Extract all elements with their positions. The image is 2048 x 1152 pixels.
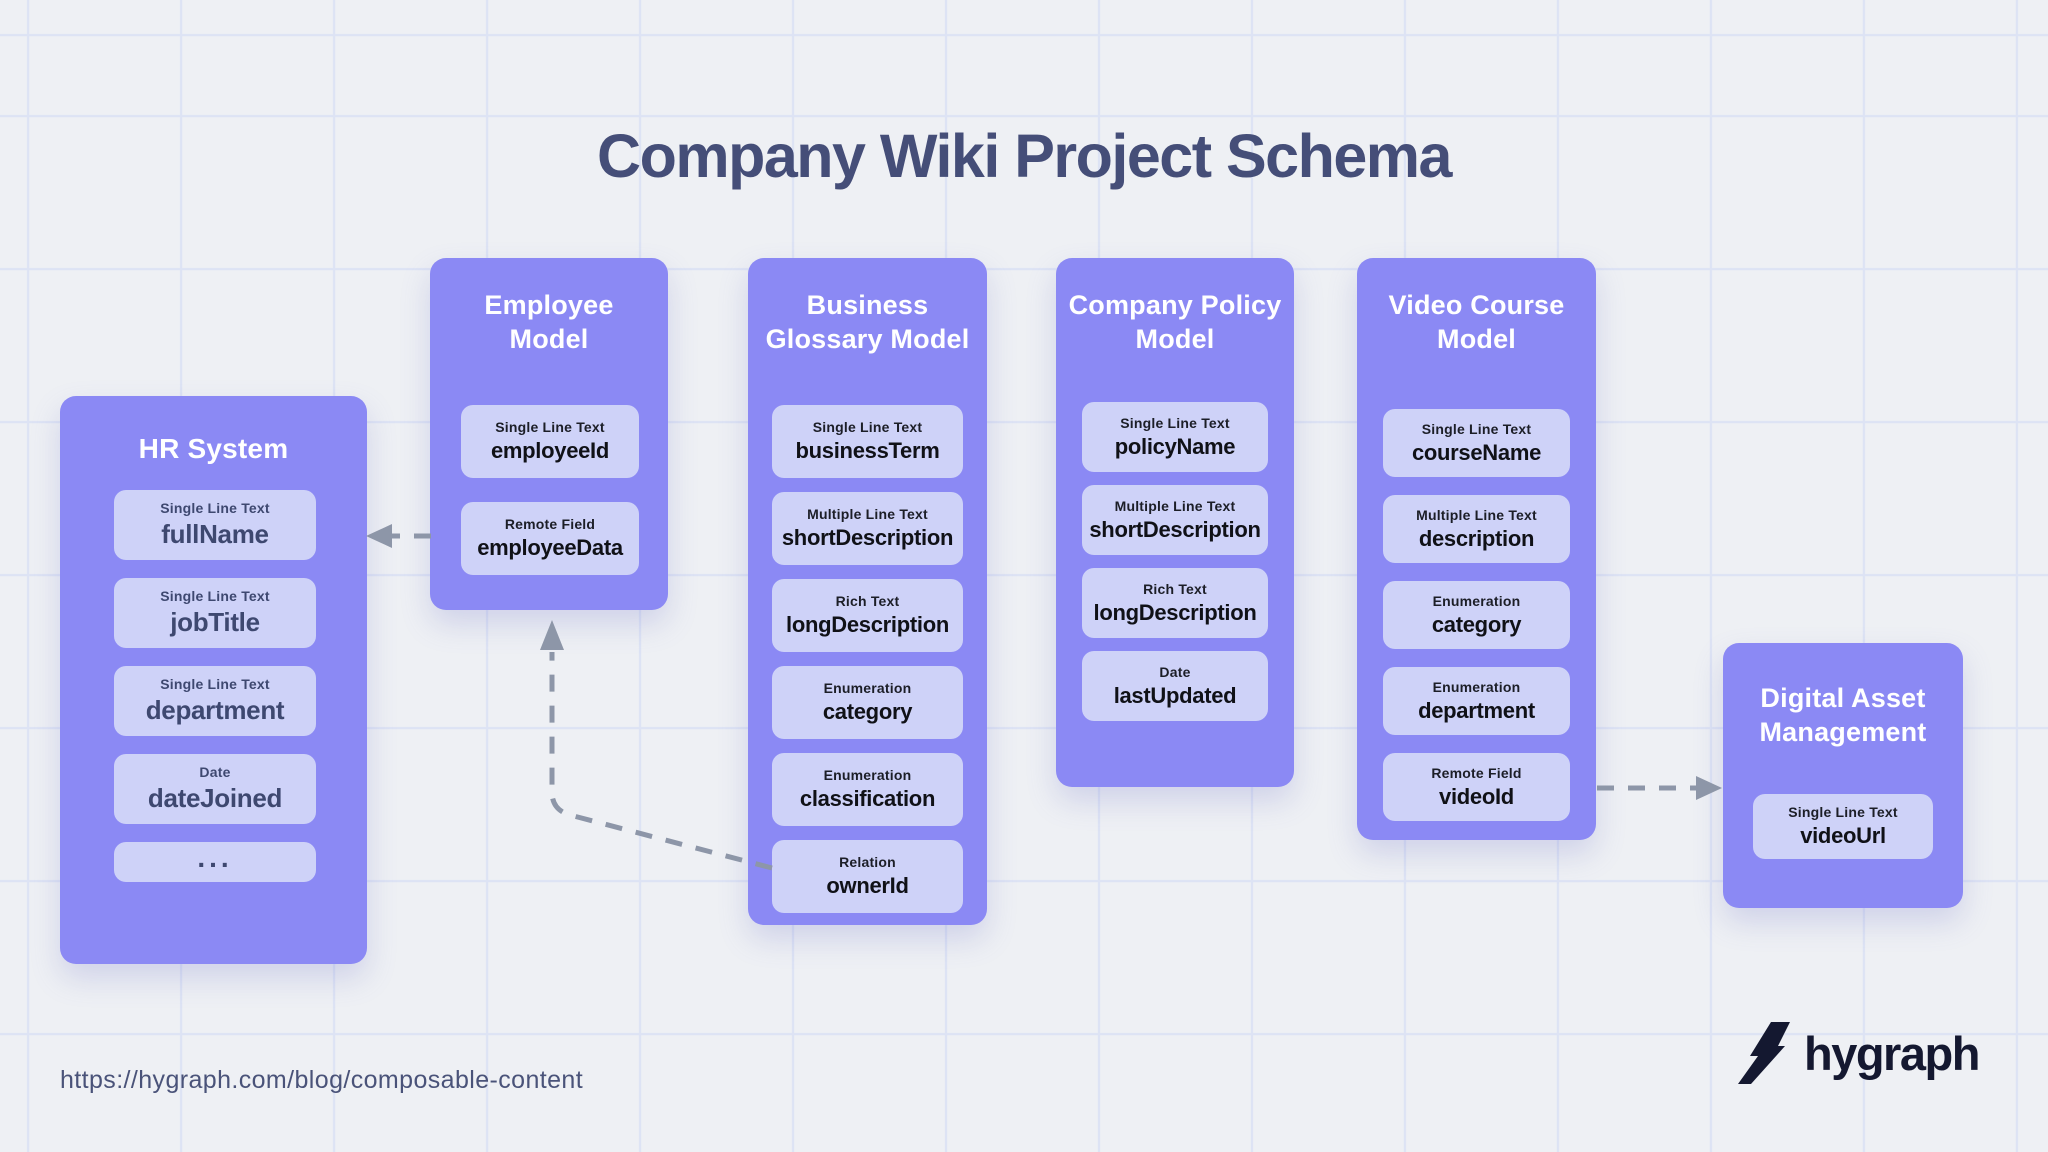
field-department: Single Line Text department xyxy=(114,666,316,736)
model-title: Employee Model xyxy=(484,290,614,354)
field-classification: Enumeration classification xyxy=(772,753,963,826)
field-type-label: Single Line Text xyxy=(1120,414,1230,431)
field-type-label: Enumeration xyxy=(823,680,912,696)
field-name-label: lastUpdated xyxy=(1113,682,1237,708)
field-name-label: classification xyxy=(799,786,936,811)
ellipsis-label: ... xyxy=(197,842,233,873)
field-name-label: category xyxy=(1431,611,1522,637)
model-title: HR System xyxy=(138,433,289,464)
source-url-link[interactable]: https://hygraph.com/blog/composable-cont… xyxy=(60,1066,584,1094)
field-type-label: Single Line Text xyxy=(1788,804,1898,820)
field-name-label: dateJoined xyxy=(147,783,283,813)
field-type-label: Rich Text xyxy=(835,593,900,609)
model-box-hr-system: HR System Single Line Text fullName Sing… xyxy=(60,396,367,964)
model-title: Business Glossary Model xyxy=(765,290,970,354)
arrowhead-up-icon xyxy=(540,620,564,650)
field-type-label: Enumeration xyxy=(1432,592,1521,609)
field-type-label: Single Line Text xyxy=(160,500,270,516)
field-department: Enumeration department xyxy=(1383,667,1570,735)
field-type-label: Multiple Line Text xyxy=(807,506,928,522)
field-name-label: employeeData xyxy=(477,535,623,560)
field-name-label: courseName xyxy=(1411,439,1542,465)
field-datejoined: Date dateJoined xyxy=(114,754,316,824)
model-box-employee-model: Employee Model Single Line Text employee… xyxy=(430,258,668,610)
field-longdescription: Rich Text longDescription xyxy=(772,579,963,652)
field-fullname: Single Line Text fullName xyxy=(114,490,316,560)
field-type-label: Single Line Text xyxy=(160,676,270,692)
field-type-label: Multiple Line Text xyxy=(1114,497,1236,514)
field-ownerid: Relation ownerId xyxy=(772,840,963,913)
field-description: Multiple Line Text description xyxy=(1383,495,1570,563)
field-employeedata: Remote Field employeeData xyxy=(461,502,639,575)
field-policyname: Single Line Text policyName xyxy=(1082,402,1268,472)
field-lastupdated: Date lastUpdated xyxy=(1082,651,1268,721)
hygraph-logo: hygraph xyxy=(1737,1022,1980,1084)
field-type-label: Relation xyxy=(839,854,896,870)
field-type-label: Enumeration xyxy=(1432,678,1521,695)
field-shortdescription: Multiple Line Text shortDescription xyxy=(1082,485,1268,555)
field-businessterm: Single Line Text businessTerm xyxy=(772,405,963,478)
field-name-label: longDescription xyxy=(786,612,949,637)
field-name-label: ownerId xyxy=(826,873,909,898)
field-name-label: department xyxy=(1418,697,1535,723)
field-type-label: Date xyxy=(1159,663,1191,680)
field-category: Enumeration category xyxy=(772,666,963,739)
field-coursename: Single Line Text courseName xyxy=(1383,409,1570,477)
field-type-label: Remote Field xyxy=(504,516,596,532)
connector-employeedata-to-fullname xyxy=(366,524,431,548)
hygraph-logo-icon xyxy=(1738,1022,1790,1084)
connector-ownerid-to-employee-model xyxy=(540,620,773,871)
field-name-label: videoUrl xyxy=(1800,823,1886,848)
model-box-business-glossary-model: Business Glossary Model Single Line Text… xyxy=(748,258,987,925)
field-name-label: employeeId xyxy=(490,438,610,463)
field-type-label: Enumeration xyxy=(823,767,912,783)
model-title: Digital Asset Management xyxy=(1759,683,1927,747)
field-type-label: Remote Field xyxy=(1431,764,1522,781)
field-type-label: Single Line Text xyxy=(1421,420,1532,437)
connector-line xyxy=(549,652,773,871)
field-videoid: Remote Field videoId xyxy=(1383,753,1570,821)
page-title: Company Wiki Project Schema xyxy=(597,121,1452,190)
field-category: Enumeration category xyxy=(1383,581,1570,649)
field-name-label: description xyxy=(1418,525,1535,551)
model-box-digital-asset-management: Digital Asset Management Single Line Tex… xyxy=(1723,643,1963,908)
model-title: Video Course Model xyxy=(1388,290,1565,354)
arrowhead-right-icon xyxy=(1696,776,1722,800)
field-name-label: category xyxy=(822,699,913,724)
field-videourl: Single Line Text videoUrl xyxy=(1753,794,1933,859)
field-more-ellipsis: ... xyxy=(114,842,316,882)
field-type-label: Rich Text xyxy=(1143,580,1207,597)
field-name-label: fullName xyxy=(161,519,269,549)
field-type-label: Multiple Line Text xyxy=(1416,506,1537,523)
field-type-label: Single Line Text xyxy=(812,419,923,435)
field-name-label: longDescription xyxy=(1093,599,1257,625)
model-title: Company Policy Model xyxy=(1068,290,1282,354)
model-box-company-policy-model: Company Policy Model Single Line Text po… xyxy=(1056,258,1294,787)
field-longdescription: Rich Text longDescription xyxy=(1082,568,1268,638)
field-name-label: jobTitle xyxy=(170,607,260,637)
field-name-label: department xyxy=(145,695,285,725)
model-box-video-course-model: Video Course Model Single Line Text cour… xyxy=(1357,258,1596,840)
field-type-label: Single Line Text xyxy=(495,419,605,435)
field-name-label: videoId xyxy=(1439,783,1514,809)
field-jobtitle: Single Line Text jobTitle xyxy=(114,578,316,648)
field-type-label: Single Line Text xyxy=(160,588,270,604)
field-employeeid: Single Line Text employeeId xyxy=(461,405,639,478)
field-type-label: Date xyxy=(199,764,231,780)
field-name-label: policyName xyxy=(1114,433,1236,459)
hygraph-wordmark: hygraph xyxy=(1804,1026,1980,1080)
connector-videoid-to-dam xyxy=(1597,776,1722,800)
field-shortdescription: Multiple Line Text shortDescription xyxy=(772,492,963,565)
field-name-label: businessTerm xyxy=(795,438,940,463)
field-name-label: shortDescription xyxy=(781,525,954,550)
arrowhead-left-icon xyxy=(366,524,392,548)
field-name-label: shortDescription xyxy=(1089,516,1261,542)
